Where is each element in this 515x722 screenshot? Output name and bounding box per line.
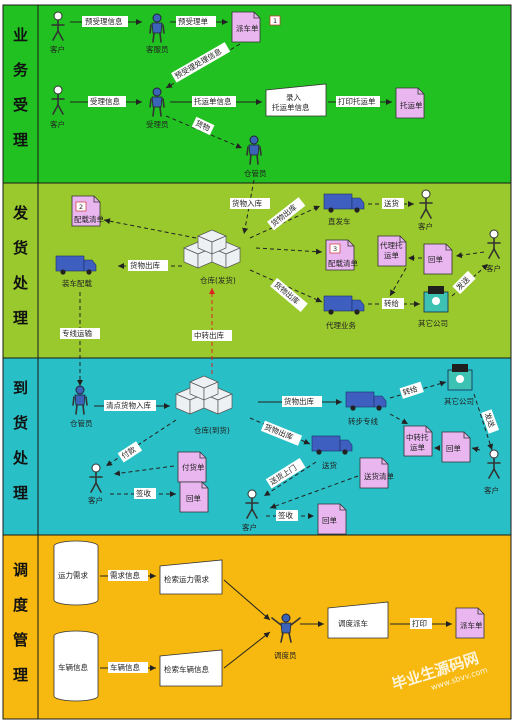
warehouse-send-label: 仓库(发货) xyxy=(200,275,236,285)
lane-title-shipping: 发货处理 xyxy=(12,204,29,327)
arrival-keeper-label: 仓管员 xyxy=(70,418,93,428)
lane-title-business: 业务受理 xyxy=(13,26,29,149)
db2-label: 车辆信息 xyxy=(58,662,88,672)
dispatcher-label: 调度员 xyxy=(274,650,297,660)
transit-consign-line1: 中转托 xyxy=(406,432,429,442)
check-vehicle-process xyxy=(159,649,223,687)
arrival-customer-right-label: 客户 xyxy=(484,485,499,495)
shipping-customer-right-label: 客户 xyxy=(486,263,501,273)
consign-form-label: 托运单 xyxy=(400,100,423,110)
arrival-receipt2-label: 回单 xyxy=(186,493,201,503)
arrival-msg-sign: 签收 xyxy=(136,488,151,498)
db1-cylinder-icon xyxy=(53,540,99,606)
dispatch-msg-print: 打印 xyxy=(412,618,427,628)
input-consign-process xyxy=(265,83,327,117)
check-vehicle-label: 检索车辆信息 xyxy=(164,664,209,674)
msg-goods-in: 货物入库 xyxy=(232,198,262,208)
badge-2: 2 xyxy=(79,203,83,211)
service-staff-label: 客服员 xyxy=(146,44,169,54)
arrival-msg-sign2: 签收 xyxy=(278,510,293,520)
arrival-customer-bottom-label: 客户 xyxy=(242,522,257,532)
arrival-receipt3-label: 回单 xyxy=(322,515,337,525)
dispatch-proc-process xyxy=(327,601,389,639)
shipping-other-company-label: 其它公司 xyxy=(418,318,448,328)
dispatcher-icon xyxy=(271,613,301,643)
lane-title-arrival: 到货处理 xyxy=(12,379,29,502)
db1-label: 运力需求 xyxy=(58,570,88,580)
msg-vehicle: 车辆信息 xyxy=(110,662,140,672)
dispatch-order1-label: 派车单 xyxy=(236,23,259,33)
shipping-customer-label: 客户 xyxy=(418,221,433,231)
delivery-list-label: 送货清单 xyxy=(364,471,394,481)
stowage-list-label: 配载清单 xyxy=(74,214,104,224)
msg-consign: 托运单信息 xyxy=(194,96,232,106)
warehouse-keeper-label: 仓管员 xyxy=(244,168,267,178)
dispatch-order-label: 派车单 xyxy=(460,620,483,630)
check-demand-process xyxy=(159,559,223,595)
arrival-receipt-label: 回单 xyxy=(446,443,461,453)
dispatch-proc-label: 调度派车 xyxy=(338,618,368,628)
agent-consign-line1: 代理托 xyxy=(380,240,403,250)
msg-pre-form: 预受理单 xyxy=(178,16,208,26)
msg-deliver: 送货 xyxy=(384,198,399,208)
msg-line-transport: 专线运输 xyxy=(62,328,92,338)
arrival-msg-goods-out: 货物出库 xyxy=(284,396,314,406)
msg-pre-accept: 预受理信息 xyxy=(85,16,123,26)
badge-3: 3 xyxy=(333,245,337,253)
msg-print: 打印托运单 xyxy=(338,96,376,106)
shipping-receipt-label: 回单 xyxy=(428,254,443,264)
loading-label: 装车配载 xyxy=(62,278,92,288)
customer1-label: 客户 xyxy=(50,44,65,54)
msg-accept: 受理信息 xyxy=(90,96,120,106)
payment-form-label: 付货单 xyxy=(182,462,205,472)
msg-check-in: 清点货物入库 xyxy=(106,400,151,410)
warehouse-arrival-label: 仓库(到货) xyxy=(194,425,230,435)
db2-cylinder-icon xyxy=(53,630,99,702)
check-demand-label: 检索运力需求 xyxy=(164,574,209,584)
input-consign-line2: 托运单信息 xyxy=(272,102,310,112)
agent-business-label: 代理业务 xyxy=(326,320,356,330)
input-consign-line1: 录入 xyxy=(286,93,301,102)
agent-consign-line2: 运单 xyxy=(384,250,399,260)
accept-staff-label: 受理员 xyxy=(146,119,169,129)
delivery-label: 送货 xyxy=(322,460,337,470)
lane-arrival xyxy=(2,357,512,536)
customer2-label: 客户 xyxy=(50,119,65,129)
arrival-other-company-label: 其它公司 xyxy=(444,396,474,406)
direct-truck-label: 直发车 xyxy=(328,216,351,226)
transit-consign-line2: 运单 xyxy=(410,442,425,452)
transfer-line-label: 转步专线 xyxy=(348,416,378,426)
msg-demand: 需求信息 xyxy=(110,570,140,580)
msg-goods-out-left: 货物出库 xyxy=(130,260,160,270)
badge-1: 1 xyxy=(273,17,277,25)
msg-transit-out: 中转出库 xyxy=(194,330,224,340)
arrival-msg-transfer: 转给 xyxy=(401,383,419,397)
stowage-list2-label: 配载清单 xyxy=(328,258,358,268)
shipping-msg-transfer: 转给 xyxy=(384,298,399,308)
arrival-customer-left-label: 客户 xyxy=(88,495,103,505)
lane-title-dispatch: 调度管理 xyxy=(13,561,29,684)
